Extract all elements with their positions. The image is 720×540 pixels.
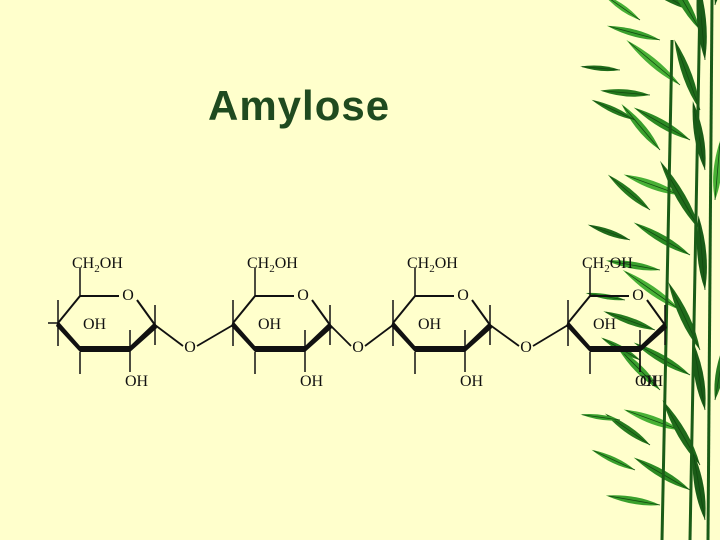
hydroxyl-label: OH xyxy=(418,316,442,333)
bamboo-leaf xyxy=(607,174,651,211)
hydroxyl-label: OH xyxy=(593,316,617,333)
bamboo-leaf xyxy=(633,107,691,141)
bamboo-leaf xyxy=(633,222,691,256)
bamboo-leaf xyxy=(623,409,681,431)
bamboo-leaf xyxy=(591,99,636,121)
glucose-unit: CH2OH O OH OH xyxy=(391,255,492,390)
bamboo-leaf xyxy=(603,311,656,331)
slide-title: Amylose xyxy=(208,82,391,129)
bamboo-leaf xyxy=(600,89,651,97)
glycosidic-linkage: O xyxy=(329,324,394,356)
ring-oxygen-label: O xyxy=(297,287,309,304)
ring-oxygen-label: O xyxy=(632,287,644,304)
bamboo-stem xyxy=(688,0,702,540)
bamboo-leaf xyxy=(692,451,706,521)
glucose-unit: CH2OH O OH OH xyxy=(231,255,332,390)
bamboo-leaf xyxy=(606,25,661,41)
ring-oxygen-label: O xyxy=(457,287,469,304)
bamboo-leaf xyxy=(605,495,661,506)
terminal-hydroxyl-label: OH xyxy=(640,373,664,390)
hydroxyl-label: OH xyxy=(125,373,149,390)
hydroxyl-label: OH xyxy=(258,316,282,333)
bamboo-leaf xyxy=(692,341,706,411)
ch2oh-label: CH2OH xyxy=(72,255,123,275)
glycosidic-linkage: O xyxy=(489,324,569,356)
bamboo-leaf xyxy=(580,65,621,72)
hydroxyl-label: OH xyxy=(83,316,107,333)
bamboo-leaf xyxy=(587,224,631,241)
hydroxyl-label: OH xyxy=(460,373,484,390)
glucose-unit: CH2OH O OH OH xyxy=(56,255,157,390)
bamboo-stem xyxy=(660,39,674,540)
bamboo-leaf xyxy=(621,104,661,151)
bamboo-leaf xyxy=(696,215,707,291)
bamboo-leaf xyxy=(580,414,621,421)
bamboo-leaf xyxy=(603,0,641,21)
linkage-oxygen-label: O xyxy=(184,339,196,356)
ch2oh-label: CH2OH xyxy=(247,255,298,275)
linkage-oxygen-label: O xyxy=(520,339,532,356)
bamboo-leaf xyxy=(665,0,701,31)
bamboo-leaf xyxy=(623,174,681,196)
ch2oh-label: CH2OH xyxy=(582,255,633,275)
bamboo-leaf xyxy=(692,101,706,171)
hydroxyl-label: OH xyxy=(635,373,659,390)
bamboo-leaf xyxy=(674,39,701,111)
ring-oxygen-label: O xyxy=(122,287,134,304)
bamboo-leaf xyxy=(633,342,691,376)
glycosidic-linkage: O xyxy=(154,324,234,356)
bamboo-stem xyxy=(706,0,714,540)
bamboo-leaf xyxy=(605,260,661,271)
linkage-oxygen-label: O xyxy=(352,339,364,356)
bamboo-leaf xyxy=(591,449,636,471)
hydroxyl-label: OH xyxy=(300,373,324,390)
ch2oh-label: CH2OH xyxy=(407,255,458,275)
